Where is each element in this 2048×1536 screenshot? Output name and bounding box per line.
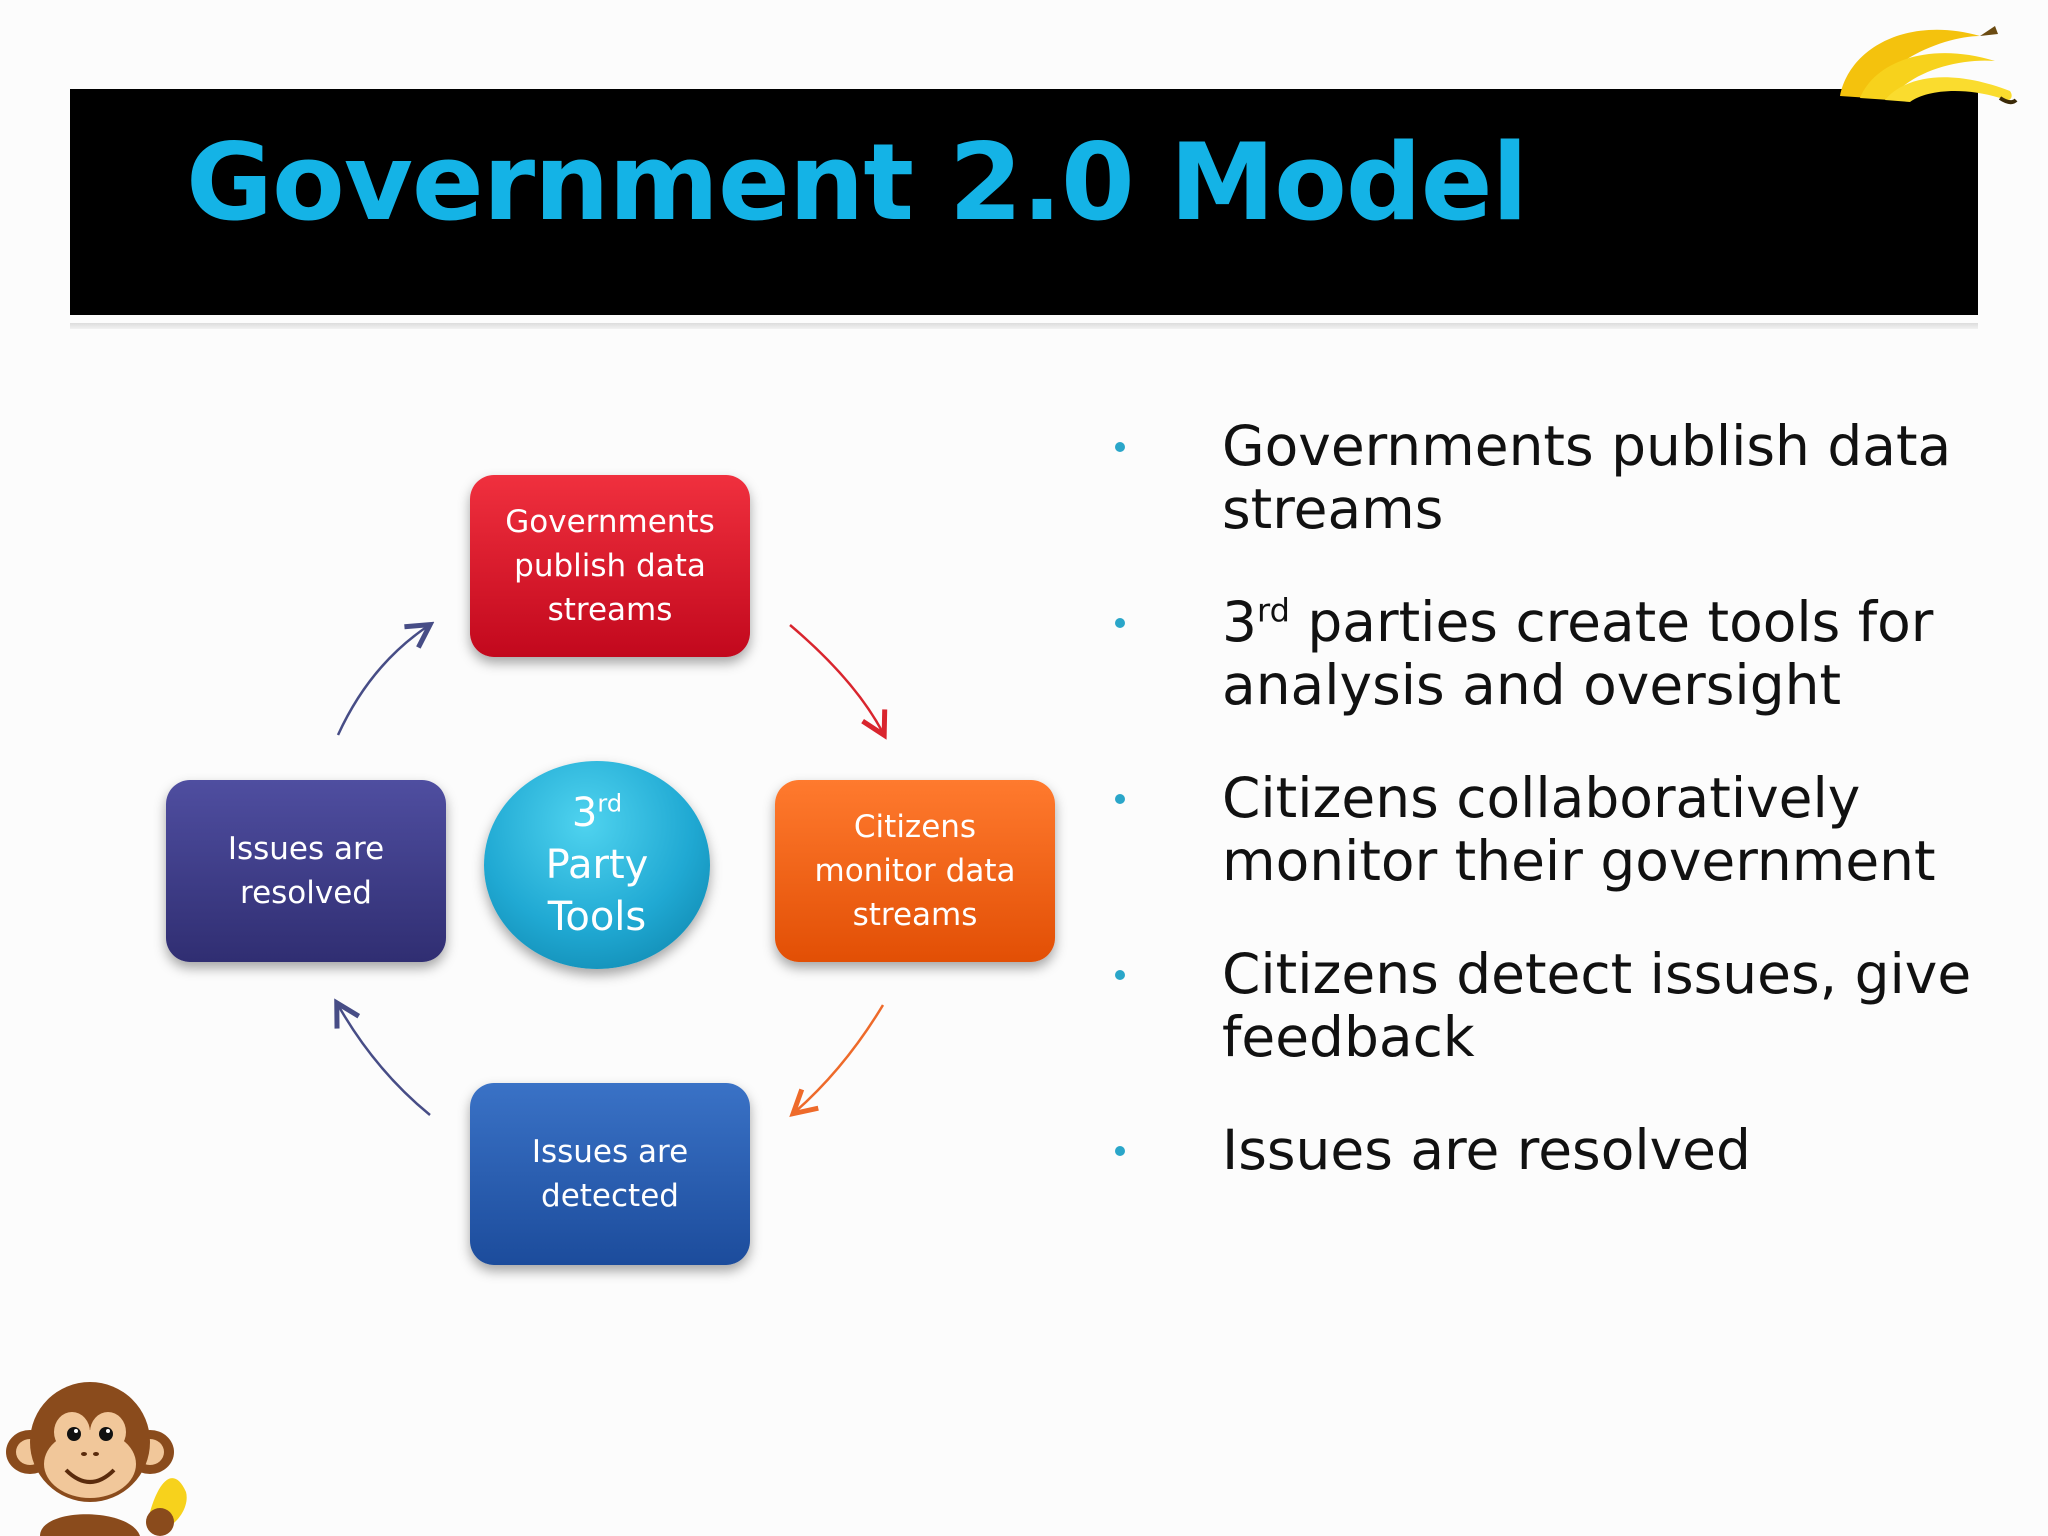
bullet-list: Governments publish data streams 3rd par…: [1110, 415, 2010, 1232]
bullet-item: Citizens collaboratively monitor their g…: [1110, 767, 2010, 893]
arrow-right-to-bottom: [795, 1005, 883, 1112]
hub-line-1: 3rd: [572, 787, 622, 839]
bullet-item: Citizens detect issues, give feedback: [1110, 943, 2010, 1069]
arrow-left-to-top: [338, 626, 428, 735]
arrow-bottom-to-left: [338, 1005, 430, 1115]
hub-third-party-tools: 3rd Party Tools: [484, 761, 710, 969]
box-issues-detected: Issues are detected: [470, 1083, 750, 1265]
box-issues-detected-label: Issues are detected: [470, 1130, 750, 1218]
bullet-dot-icon: [1115, 970, 1125, 980]
box-governments-publish-label: Governments publish data streams: [470, 500, 750, 632]
bullet-item: 3rd parties create tools for analysis an…: [1110, 591, 2010, 717]
box-citizens-monitor: Citizens monitor data streams: [775, 780, 1055, 962]
box-citizens-monitor-label: Citizens monitor data streams: [775, 805, 1055, 937]
arrow-top-to-right: [790, 625, 883, 733]
bullet-dot-icon: [1115, 1146, 1125, 1156]
bullet-item: Issues are resolved: [1110, 1119, 2010, 1182]
box-governments-publish: Governments publish data streams: [470, 475, 750, 657]
monkey-icon: [0, 1382, 200, 1536]
bullet-dot-icon: [1115, 442, 1125, 452]
bullet-dot-icon: [1115, 618, 1125, 628]
bullet-dot-icon: [1115, 794, 1125, 804]
hub-line-2: Party: [546, 839, 649, 891]
box-issues-resolved: Issues are resolved: [166, 780, 446, 962]
box-issues-resolved-label: Issues are resolved: [166, 827, 446, 915]
bullet-item: Governments publish data streams: [1110, 415, 2010, 541]
hub-line-3: Tools: [548, 891, 647, 943]
